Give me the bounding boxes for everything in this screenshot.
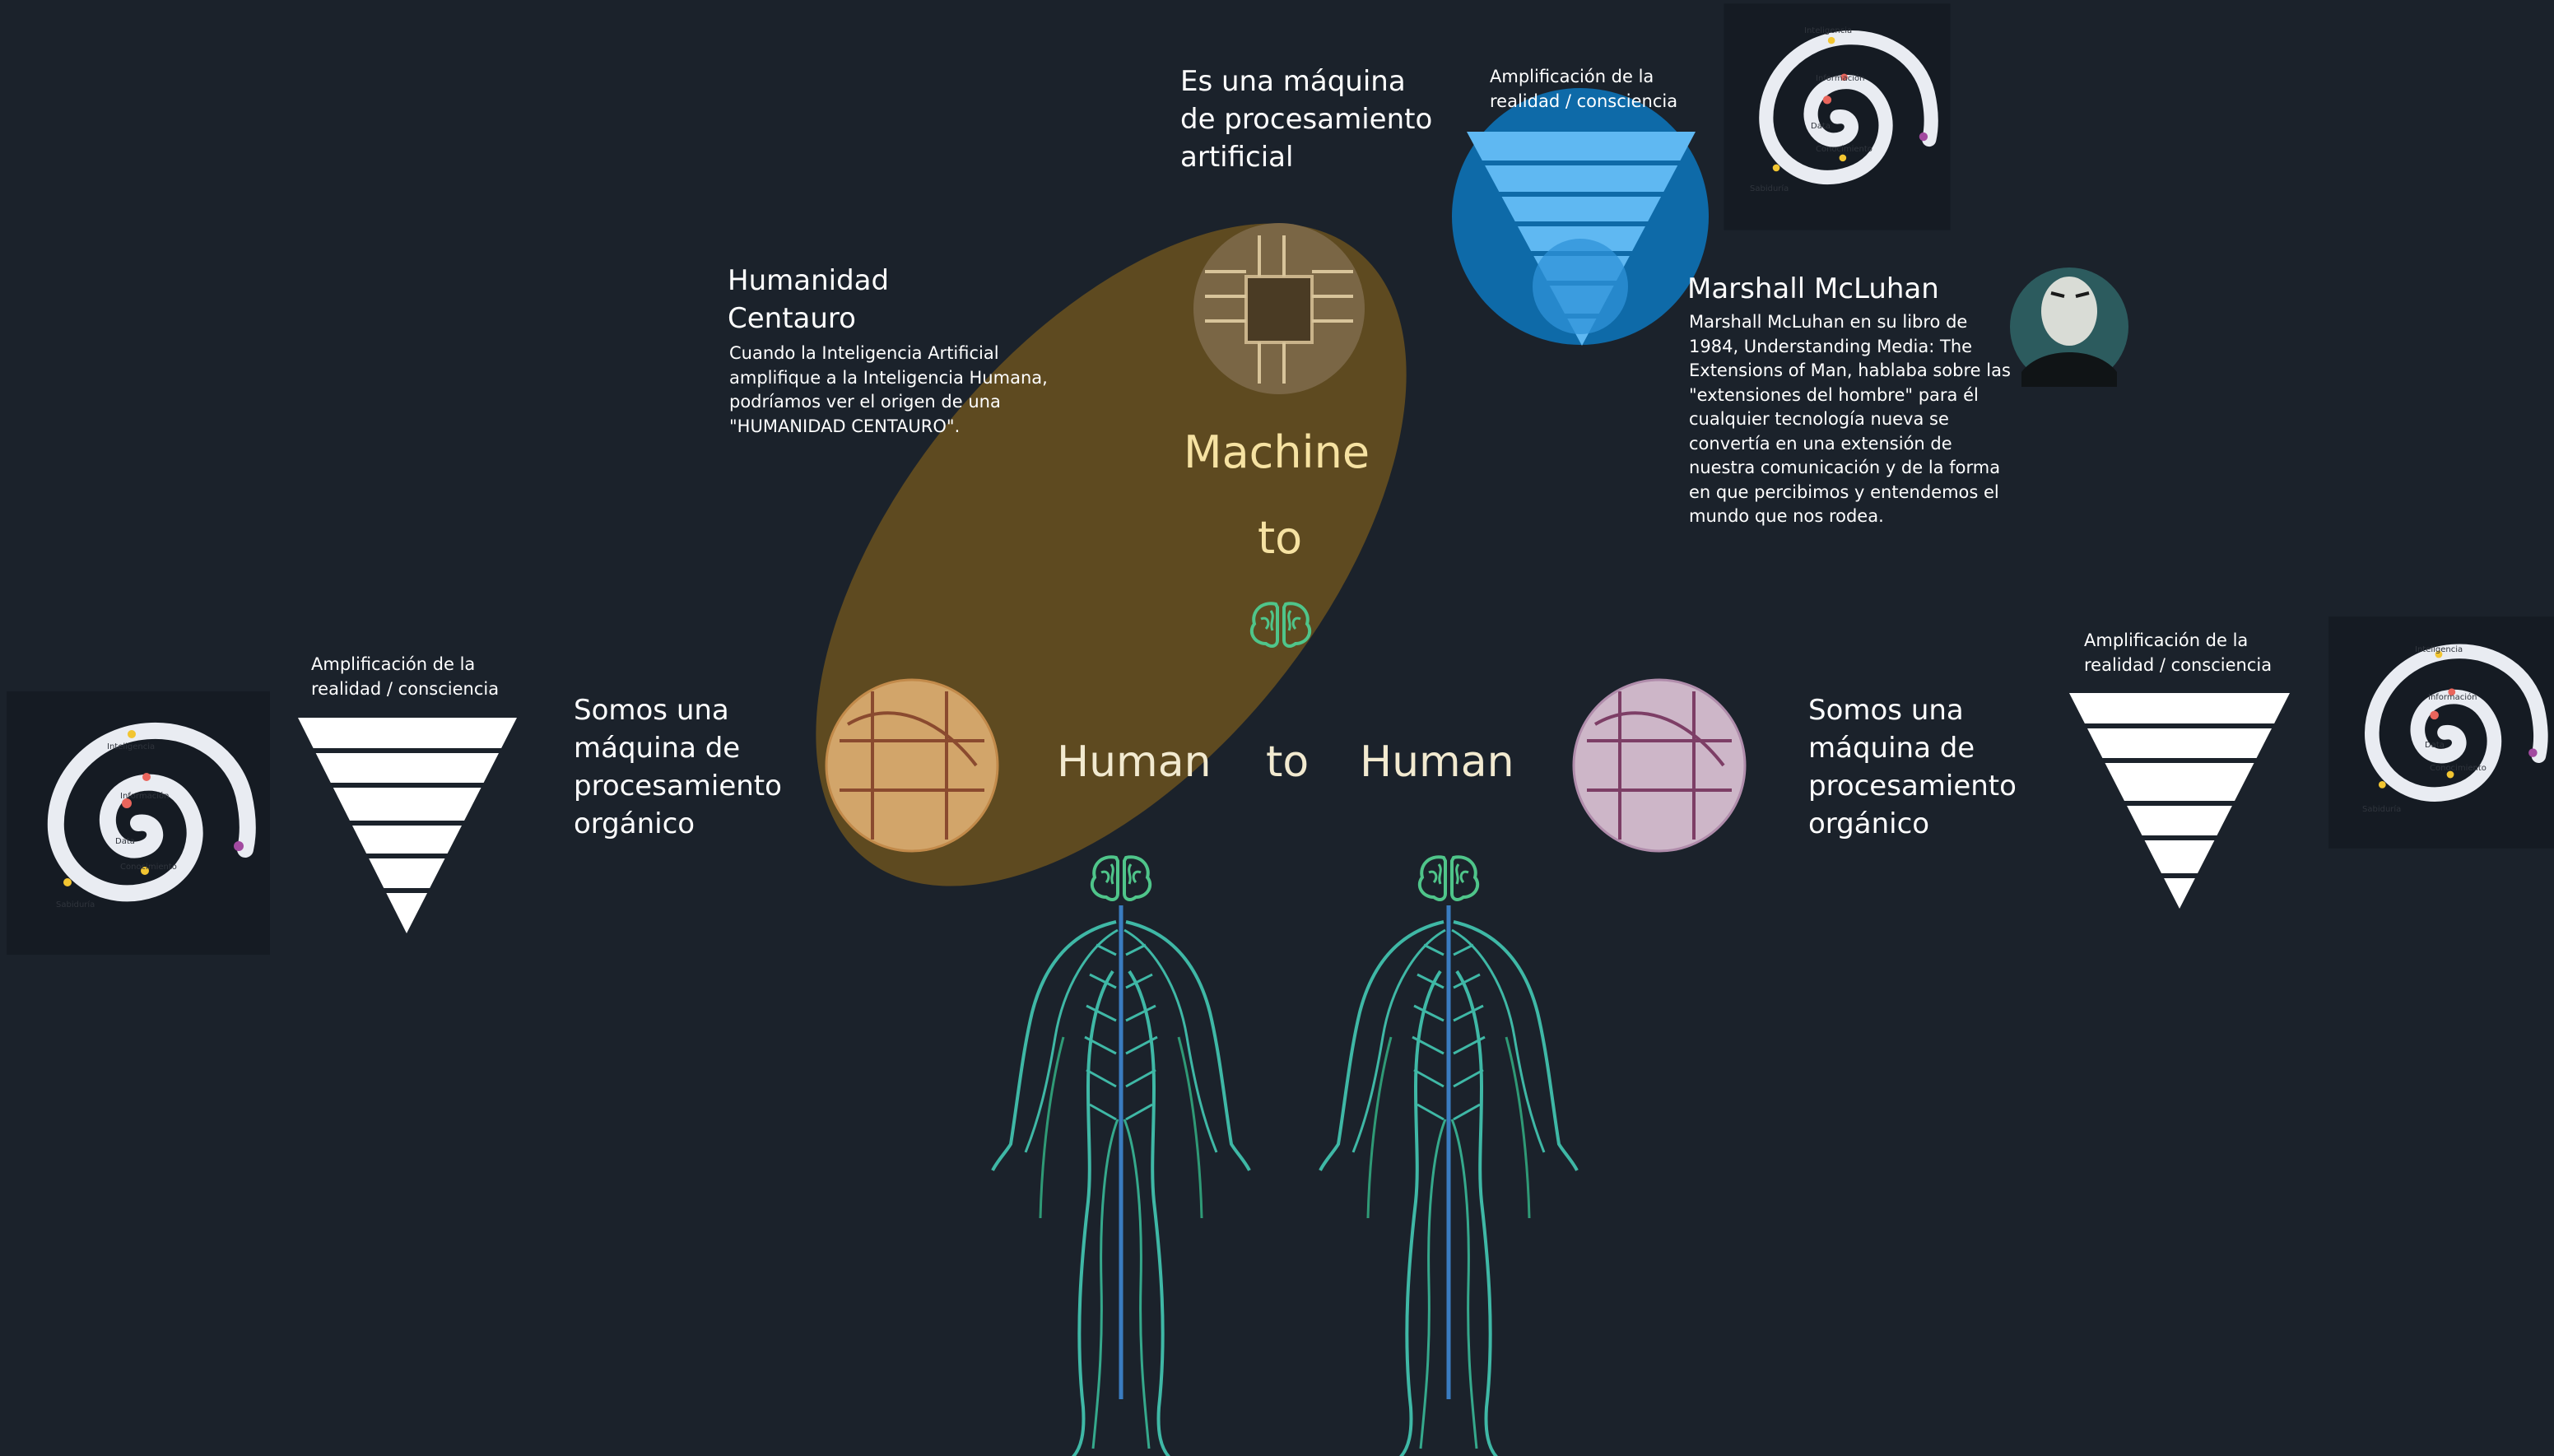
- mcluhan-desc-line-4: "extensiones del hombre" para él: [1689, 384, 2011, 408]
- left-amplification-line-2: realidad / consciencia: [311, 677, 499, 701]
- centauro-desc-line-2: amplifique a la Inteligencia Humana,: [729, 366, 1048, 391]
- centauro-desc-line-4: "HUMANIDAD CENTAURO".: [729, 415, 1048, 440]
- top-amplification-line-1: Amplificación de la: [1490, 64, 1677, 89]
- spiral-top-label-3: Data: [1811, 122, 1831, 131]
- circuit-chip-image: [1193, 223, 1365, 394]
- spiral-top-label-1: Inteligencia: [1804, 26, 1852, 35]
- mcluhan-desc-line-5: cualquier tecnología nueva se: [1689, 407, 2011, 432]
- spiral-right-label-3: Data: [2425, 741, 2445, 750]
- organic-right-line-1: Somos una: [1808, 691, 2017, 729]
- organic-right-line-3: procesamiento: [1808, 767, 2017, 805]
- knowledge-spiral-left: [7, 691, 270, 955]
- left-amplification-funnel: [298, 718, 517, 933]
- blue-amplification-funnel: [1452, 88, 1709, 346]
- centaur-ellipse: [702, 119, 1520, 990]
- knowledge-spiral-top: [1724, 3, 1950, 230]
- mcluhan-description: Marshall McLuhan en su libro de 1984, Un…: [1689, 310, 2011, 529]
- right-amplification-label: Amplificación de la realidad / conscienc…: [2084, 628, 2272, 677]
- spiral-left-label-4: Conocimiento: [120, 863, 177, 872]
- human-to-word: to: [1266, 737, 1309, 787]
- spiral-top-label-4: Conocimiento: [1816, 145, 1872, 154]
- right-amplification-line-1: Amplificación de la: [2084, 628, 2272, 653]
- human-right-word: Human: [1360, 737, 1514, 787]
- mcluhan-desc-line-1: Marshall McLuhan en su libro de: [1689, 310, 2011, 335]
- top-amplification-line-2: realidad / consciencia: [1490, 89, 1677, 114]
- spiral-right-label-2: Información: [2428, 692, 2477, 702]
- mcluhan-desc-line-6: convertía en una extensión de: [1689, 432, 2011, 457]
- left-amplification-line-1: Amplificación de la: [311, 652, 499, 677]
- organic-machine-text-right: Somos una máquina de procesamiento orgán…: [1808, 691, 2017, 843]
- organic-brain-map-right: [1574, 680, 1745, 851]
- organic-left-line-1: Somos una: [574, 691, 782, 729]
- centauro-desc-line-1: Cuando la Inteligencia Artificial: [729, 342, 1048, 366]
- mcluhan-desc-line-3: Extensions of Man, hablaba sobre las: [1689, 359, 2011, 384]
- centauro-description: Cuando la Inteligencia Artificial amplif…: [729, 342, 1048, 439]
- artificial-machine-text: Es una máquina de procesamiento artifici…: [1180, 63, 1432, 176]
- spiral-left-label-1: Inteligencia: [107, 742, 155, 751]
- machine-to-word: to: [1258, 512, 1302, 564]
- mcluhan-desc-line-2: 1984, Understanding Media: The: [1689, 335, 2011, 360]
- human-left-word: Human: [1057, 737, 1212, 787]
- centauro-title-line-2: Centauro: [728, 300, 889, 337]
- organic-right-line-2: máquina de: [1808, 729, 2017, 767]
- spiral-right-label-1: Inteligencia: [2415, 645, 2463, 654]
- brain-icon-right-human: [1420, 857, 1477, 900]
- spiral-top-label-2: Información: [1816, 73, 1864, 83]
- left-amplification-label: Amplificación de la realidad / conscienc…: [311, 652, 499, 701]
- brain-icon-left-human: [1092, 857, 1150, 900]
- right-amplification-funnel: [2069, 693, 2290, 909]
- organic-right-line-4: orgánico: [1808, 805, 2017, 843]
- centauro-title-line-1: Humanidad: [728, 262, 889, 300]
- artificial-machine-line-3: artificial: [1180, 138, 1432, 176]
- top-amplification-label: Amplificación de la realidad / conscienc…: [1490, 64, 1677, 114]
- centauro-title: Humanidad Centauro: [728, 262, 889, 337]
- spiral-right-label-5: Sabiduría: [2362, 804, 2401, 814]
- mcluhan-desc-line-7: nuestra comunicación y de la forma: [1689, 456, 2011, 481]
- spiral-right-label-4: Conocimiento: [2430, 764, 2487, 773]
- spiral-top-label-5: Sabiduría: [1750, 184, 1789, 193]
- spiral-left-label-2: Información: [120, 791, 169, 801]
- organic-left-line-3: procesamiento: [574, 767, 782, 805]
- organic-brain-map-left: [826, 680, 998, 851]
- machine-word: Machine: [1184, 426, 1370, 478]
- spiral-left-label-5: Sabiduría: [56, 900, 95, 909]
- nervous-system-right: [1320, 905, 1577, 1456]
- organic-machine-text-left: Somos una máquina de procesamiento orgán…: [574, 691, 782, 843]
- spiral-left-label-3: Data: [115, 837, 135, 846]
- mcluhan-portrait: [2010, 267, 2128, 387]
- nervous-system-left: [993, 905, 1249, 1456]
- artificial-machine-line-1: Es una máquina: [1180, 63, 1432, 100]
- organic-left-line-2: máquina de: [574, 729, 782, 767]
- mcluhan-desc-line-9: mundo que nos rodea.: [1689, 505, 2011, 529]
- mcluhan-desc-line-8: en que percibimos y entendemos el: [1689, 481, 2011, 505]
- artificial-machine-line-2: de procesamiento: [1180, 100, 1432, 138]
- right-amplification-line-2: realidad / consciencia: [2084, 653, 2272, 677]
- mcluhan-name: Marshall McLuhan: [1687, 270, 1939, 308]
- centauro-desc-line-3: podríamos ver el origen de una: [729, 390, 1048, 415]
- organic-left-line-4: orgánico: [574, 805, 782, 843]
